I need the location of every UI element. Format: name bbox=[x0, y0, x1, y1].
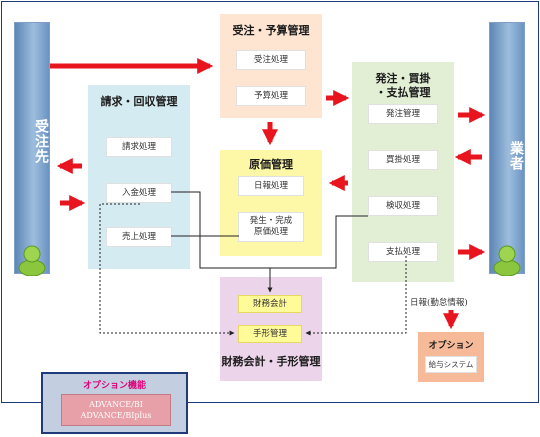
payables-box: 買掛処理 bbox=[368, 150, 438, 170]
cost-calc-box: 発生・完成 原価処理 bbox=[238, 212, 304, 242]
customer-pillar: 受注先 bbox=[14, 22, 50, 274]
line-inspection-to-accounting bbox=[270, 215, 368, 269]
bill-management-box: 手形管理 bbox=[238, 325, 302, 343]
purchasing-title-line1: 発注・買掛 bbox=[375, 72, 431, 85]
person-icon bbox=[493, 245, 521, 276]
order-budget-panel: 受注・予算管理 受注処理 予算処理 bbox=[220, 14, 322, 118]
dashed-receipt-to-bills bbox=[99, 203, 235, 336]
payment-box: 支払処理 bbox=[368, 242, 438, 262]
daily-report-box: 日報処理 bbox=[238, 176, 304, 196]
purchasing-panel: 発注・買掛 ・支払管理 発注管理 買掛処理 検収処理 支払処理 bbox=[352, 62, 454, 282]
option-features-list: ADVANCE/BI ADVANCE/BIplus bbox=[61, 394, 171, 426]
option-title: オプション bbox=[428, 341, 474, 351]
cost-title: 原価管理 bbox=[249, 158, 293, 171]
customer-label: 受注先 bbox=[33, 119, 49, 164]
option-note: 日報(勤怠情報) bbox=[410, 298, 468, 308]
dashed-payment-to-bills bbox=[305, 256, 407, 336]
payroll-system-box: 給与システム bbox=[425, 356, 477, 373]
vendor-pillar: 業者 bbox=[489, 22, 525, 274]
accounting-title: 財務会計・手形管理 bbox=[221, 355, 321, 368]
vendor-label: 業者 bbox=[508, 141, 524, 171]
payment-receipt-box: 入金処理 bbox=[106, 183, 172, 203]
order-processing-box: 受注処理 bbox=[236, 50, 306, 70]
billing-panel: 請求・回収管理 請求処理 入金処理 売上処理 bbox=[88, 85, 190, 269]
option-panel: オプション 給与システム bbox=[418, 332, 484, 382]
advance-biplus-label: ADVANCE/BIplus bbox=[80, 411, 152, 420]
option-features-box: オプション機能 ADVANCE/BI ADVANCE/BIplus bbox=[41, 372, 188, 434]
sales-processing-box: 売上処理 bbox=[106, 227, 172, 247]
person-icon bbox=[18, 245, 46, 276]
cost-panel: 原価管理 日報処理 発生・完成 原価処理 bbox=[220, 150, 322, 256]
accounting-panel: 財務会計 手形管理 財務会計・手形管理 bbox=[220, 277, 322, 381]
financial-accounting-box: 財務会計 bbox=[238, 295, 302, 313]
advance-bi-label: ADVANCE/BI bbox=[89, 400, 143, 409]
order-budget-title: 受注・予算管理 bbox=[232, 24, 310, 37]
line-payment-receipt-to-accounting bbox=[171, 191, 270, 269]
budget-processing-box: 予算処理 bbox=[236, 86, 306, 106]
purchasing-title-line2: ・支払管理 bbox=[375, 86, 431, 99]
order-placement-box: 発注管理 bbox=[368, 104, 438, 124]
inspection-box: 検収処理 bbox=[368, 196, 438, 216]
invoice-processing-box: 請求処理 bbox=[106, 137, 172, 157]
billing-title: 請求・回収管理 bbox=[100, 95, 178, 108]
option-features-title: オプション機能 bbox=[82, 381, 146, 391]
